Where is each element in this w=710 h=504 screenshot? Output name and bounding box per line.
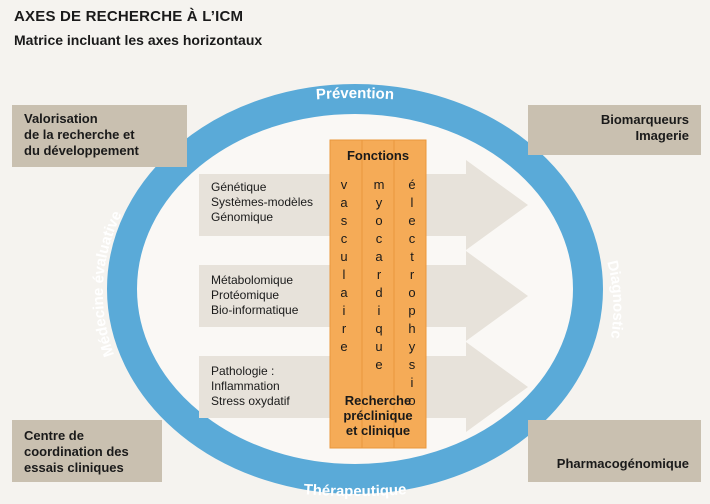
function-column-1 <box>329 139 363 449</box>
corner-label: Pharmacogénomique <box>556 456 689 471</box>
research-group-3: Pathologie : Inflammation Stress oxydati… <box>211 364 290 408</box>
page-title: AXES DE RECHERCHE À L’ICM <box>14 8 244 25</box>
corner-box-valorisation: Valorisation de la recherche et du dével… <box>12 105 187 167</box>
functions-footer: Recherche préclinique et clinique <box>343 393 413 438</box>
corner-label: Centre de coordination des essais cliniq… <box>24 428 129 475</box>
page-subtitle: Matrice incluant les axes horizontaux <box>14 32 263 48</box>
function-column-2 <box>361 139 395 449</box>
corner-box-pharmacogenomique: Pharmacogénomique <box>528 420 701 482</box>
research-group-1: Génétique Systèmes-modèles Génomique <box>211 180 314 224</box>
corner-box-centre-coordination: Centre de coordination des essais cliniq… <box>12 420 162 482</box>
ring-label-bottom: Thérapeutique <box>303 481 407 500</box>
functions-header: Fonctions <box>346 148 410 163</box>
corner-label: Valorisation de la recherche et du dével… <box>24 111 139 158</box>
research-group-2: Métabolomique Protéomique Bio-informatiq… <box>211 273 299 317</box>
corner-label: Biomarqueurs Imagerie <box>600 112 689 143</box>
function-label-myocardique: m y o c a r d i q u e <box>373 177 385 372</box>
ring-label-top: Prévention <box>315 85 394 103</box>
corner-box-biomarqueurs: Biomarqueurs Imagerie <box>528 105 701 155</box>
function-label-vasculaire: v a s c u l a i r e <box>340 177 348 354</box>
ring-label-right: Diagnostic <box>603 259 626 340</box>
function-label-electrophysio: é l e c t r o p h y s i o <box>408 177 416 408</box>
function-column-3 <box>393 139 427 449</box>
